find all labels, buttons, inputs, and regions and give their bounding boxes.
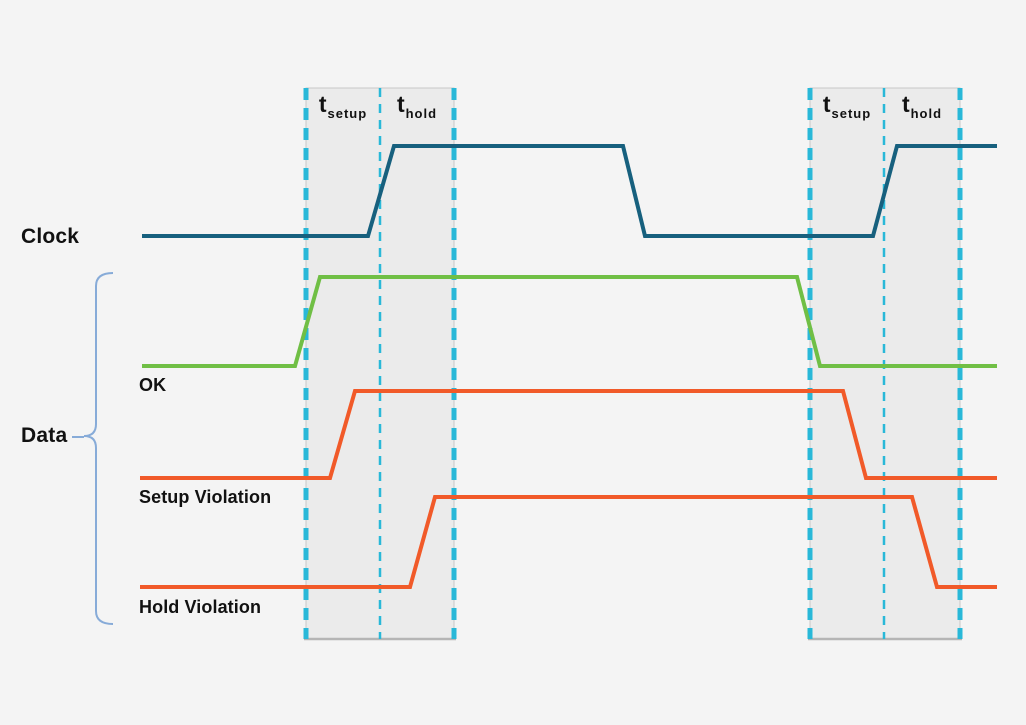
t-subscript: hold (405, 106, 438, 121)
clock-signal-label: Clock (21, 225, 80, 248)
t-symbol: t (318, 91, 327, 117)
t-subscript: hold (910, 106, 943, 121)
setup-violation-label: Setup Violation (139, 487, 272, 507)
ok-waveform (142, 275, 997, 368)
clock-waveform (142, 144, 997, 238)
t-symbol: t (901, 91, 910, 117)
hold-violation-waveform (140, 495, 997, 589)
t-subscript: setup (831, 106, 872, 121)
data-group-brace (83, 272, 114, 625)
ok-signal-label: OK (139, 375, 167, 395)
data-group-label: Data (21, 424, 68, 447)
t-subscript: setup (327, 106, 368, 121)
setup-violation-waveform (140, 389, 997, 480)
t-symbol: t (822, 91, 831, 117)
hold-violation-label: Hold Violation (139, 597, 262, 617)
t-symbol: t (396, 91, 405, 117)
